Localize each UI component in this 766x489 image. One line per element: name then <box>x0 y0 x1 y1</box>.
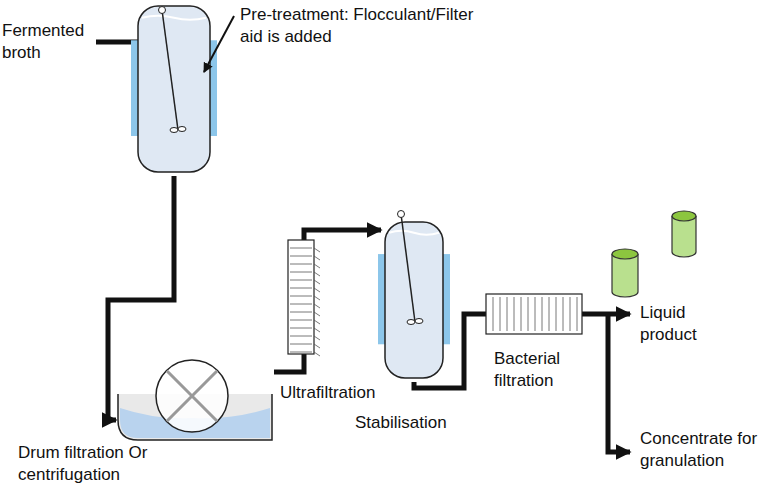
filter-housing <box>486 294 582 334</box>
membrane-housing <box>288 240 314 354</box>
concentrate-pipe <box>608 314 630 452</box>
process-label: Pre-treatment: Flocculant/Filter aid is … <box>240 4 476 48</box>
process-label: Ultrafiltration <box>280 382 410 404</box>
equipment-shape <box>381 218 447 382</box>
vessel-body <box>385 222 443 378</box>
outlet-label: Liquid product <box>640 302 740 346</box>
process-label: Bacterial filtration <box>494 348 594 392</box>
inlet-label: Fermented broth <box>2 20 102 64</box>
stabilisation-tank: Stabilisation <box>381 218 447 382</box>
stirrer <box>159 7 187 133</box>
filter-elements <box>493 297 577 331</box>
equipment-shape <box>288 240 320 354</box>
drum <box>156 360 228 432</box>
ultrafiltration-module: Ultrafiltration <box>288 240 320 354</box>
bacterial-filter: Bacterial filtration <box>486 294 582 334</box>
process-label: Stabilisation <box>355 412 485 434</box>
drum-spokes <box>167 371 217 421</box>
drum-filter: Drum filtration Or centrifugation <box>116 358 274 442</box>
membrane-fins <box>290 248 320 356</box>
process-label: Drum filtration Or centrifugation <box>18 442 168 486</box>
equipment-shape <box>134 2 214 176</box>
process-pipe <box>274 354 304 372</box>
outlet-label: Concentrate for granulation <box>640 428 758 472</box>
equipment-shape <box>116 358 274 442</box>
vessel-body <box>138 6 210 172</box>
process-pipe <box>304 230 381 240</box>
liquid-surface <box>389 231 439 235</box>
mixing-tank: Pre-treatment: Flocculant/Filter aid is … <box>134 2 214 176</box>
liquid-surface <box>142 16 206 20</box>
product-containers <box>612 211 696 297</box>
equipment-shape <box>486 294 582 334</box>
stirrer <box>398 211 424 325</box>
